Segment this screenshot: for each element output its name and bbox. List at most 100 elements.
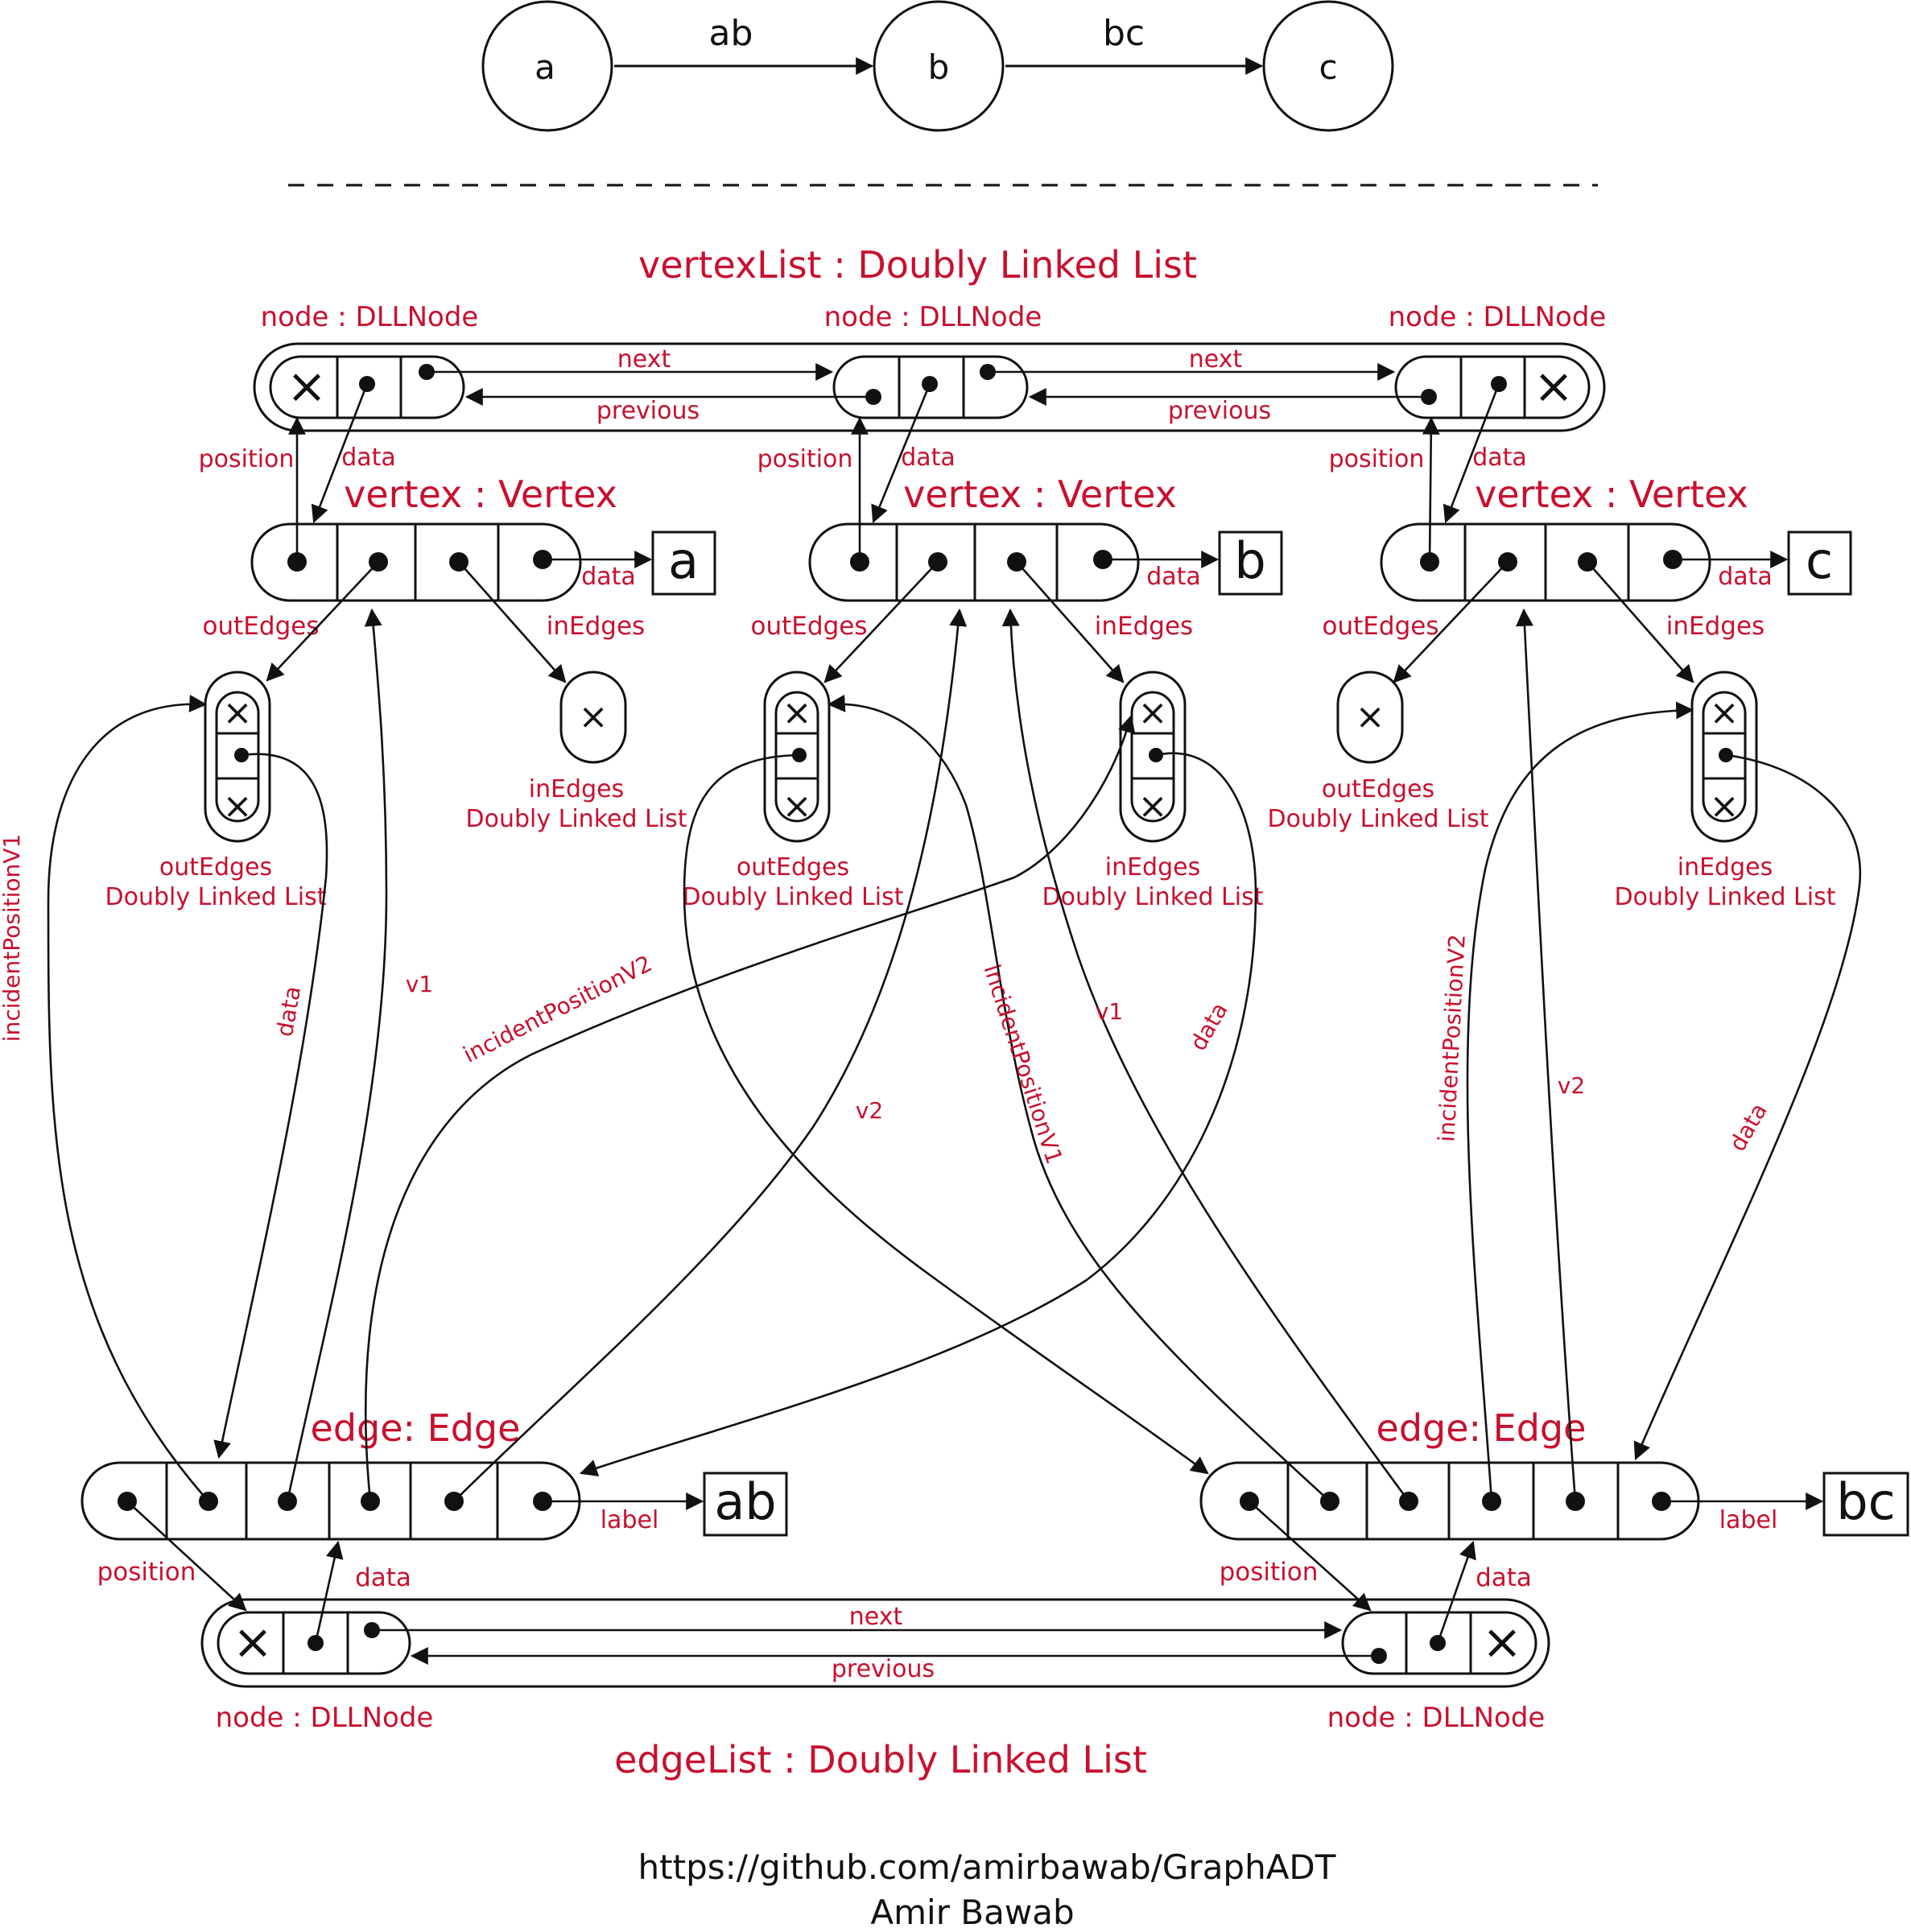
v1-arrow	[1001, 608, 1410, 1502]
edge-title: edge: Edge	[311, 1406, 521, 1450]
data-arrow	[314, 1540, 344, 1644]
null-icon: ×	[1482, 1614, 1522, 1670]
vertex-list-title: vertexList : Doubly Linked List	[638, 243, 1197, 287]
data-label: data	[1476, 1563, 1532, 1592]
v2-pointer-label: v2	[1558, 1072, 1585, 1099]
vertex-a: vertex : Vertex a data position data out…	[199, 444, 716, 641]
vertex-b-circle	[873, 0, 1005, 132]
vertex-value-box	[1218, 530, 1283, 596]
position-label: position	[1220, 1558, 1319, 1587]
list-subtitle: Doubly Linked List	[1615, 883, 1836, 911]
data-arrow	[683, 753, 1209, 1475]
data-label: data	[901, 444, 956, 472]
incident-position-v1-arrow	[827, 694, 1331, 1502]
vertex-c-label: c	[1319, 47, 1337, 87]
data-arrow	[1436, 1540, 1476, 1644]
pointer-dot	[419, 364, 435, 380]
incident-position-v1-label: incidentPositionV1	[978, 961, 1067, 1167]
edge-value-box	[1822, 1472, 1909, 1537]
edge-value-ab: ab	[714, 1472, 776, 1531]
data-label: data	[581, 563, 636, 591]
vertex-value-box	[1787, 530, 1852, 596]
out-edges-arrow	[1393, 561, 1509, 683]
footer-author: Amir Bawab	[870, 1893, 1074, 1932]
position-arrow	[1249, 1501, 1372, 1612]
incident-position-v1-arrow	[47, 694, 209, 1502]
out-edges-label: outEdges	[751, 612, 868, 641]
v2-pointer-label: v2	[856, 1097, 883, 1124]
footer-url: https://github.com/amirbawab/GraphADT	[638, 1847, 1336, 1887]
data-arrow	[871, 383, 931, 524]
data-label: data	[341, 444, 396, 472]
edge-value-box	[703, 1472, 788, 1537]
edge-list-container	[200, 1598, 1550, 1688]
null-icon: ×	[287, 358, 327, 415]
previous-label: previous	[1168, 397, 1271, 425]
position-arrow	[126, 1501, 247, 1612]
in-edges-arrow	[1587, 561, 1694, 683]
vertex-b: vertex : Vertex b data position data out…	[751, 444, 1283, 641]
vertex-b-label: b	[928, 47, 950, 87]
pointer-dot	[533, 1492, 552, 1511]
list-title: outEdges	[1322, 775, 1434, 803]
next-label: next	[1189, 345, 1243, 374]
vertex-value-a: a	[668, 531, 699, 590]
vertex-value-box	[651, 530, 716, 596]
next-label: next	[849, 1603, 903, 1631]
data-arrow	[1443, 383, 1500, 524]
previous-label: previous	[832, 1655, 935, 1683]
data-arrow	[1633, 753, 1862, 1461]
in-edges-label: inEdges	[1666, 612, 1764, 641]
b-out-edges-list: × × outEdges Doubly Linked List	[683, 671, 904, 911]
list-subtitle: Doubly Linked List	[683, 883, 904, 911]
vertex-c: vertex : Vertex c data position data out…	[1323, 444, 1852, 641]
data-pointer-label: data	[1724, 1099, 1773, 1156]
edge-list-node-2: ×	[1341, 1611, 1537, 1675]
edge-ab: edge: Edge ab label position data	[80, 1406, 788, 1592]
incident-position-v2-arrow	[1466, 701, 1694, 1502]
incident-position-v1-label: incidentPositionV1	[0, 834, 25, 1042]
a-in-edges-list: × inEdges Doubly Linked List	[466, 671, 687, 833]
vertex-node-label-3: node : DLLNode	[1389, 301, 1607, 333]
in-edges-arrow	[1016, 561, 1125, 683]
vertex-value-c: c	[1806, 531, 1833, 590]
list-subtitle: Doubly Linked List	[105, 883, 327, 911]
null-icon: ×	[233, 1614, 273, 1670]
list-subtitle: Doubly Linked List	[1268, 805, 1489, 833]
list-title: inEdges	[1678, 853, 1773, 881]
v1-pointer-label: v1	[1096, 998, 1123, 1025]
pointer-dot	[364, 1622, 380, 1638]
v1-pointer-label: v1	[406, 971, 433, 997]
null-icon: ×	[1710, 786, 1740, 827]
data-label: data	[355, 1563, 411, 1592]
pointer-dot	[1652, 1492, 1671, 1511]
vertex-list-node-1: ×	[269, 355, 465, 419]
a-out-edges-list: × × outEdges Doubly Linked List	[105, 671, 327, 911]
in-edges-arrow	[458, 561, 567, 683]
v1-arrow	[286, 608, 388, 1502]
data-pointer-label: data	[1185, 998, 1233, 1055]
pointer-dot	[1421, 389, 1437, 405]
null-icon: ×	[1138, 692, 1168, 733]
vertex-title: vertex : Vertex	[903, 473, 1177, 516]
list-title: inEdges	[529, 775, 624, 803]
vertex-node-label-1: node : DLLNode	[261, 301, 479, 333]
data-pointer-label: data	[271, 984, 306, 1038]
incident-position-v2-label: incidentPositionV2	[1433, 934, 1470, 1143]
data-arrow	[311, 383, 369, 524]
b-in-edges-list: × × inEdges Doubly Linked List	[1042, 671, 1264, 911]
edge-list-node-1: ×	[217, 1611, 411, 1675]
previous-label: previous	[596, 397, 700, 425]
list-subtitle: Doubly Linked List	[1042, 883, 1264, 911]
pointer-dot	[1663, 550, 1682, 569]
out-edges-label: outEdges	[203, 612, 320, 641]
position-label: position	[199, 445, 295, 473]
edge-ab-label: ab	[709, 13, 753, 54]
vertex-list-node-2	[832, 355, 1029, 419]
position-label: position	[1329, 445, 1425, 473]
pointer-dot	[865, 389, 881, 405]
data-label: data	[1472, 444, 1527, 472]
vertex-value-b: b	[1234, 531, 1265, 590]
edge-node-label-2: node : DLLNode	[1327, 1702, 1546, 1734]
